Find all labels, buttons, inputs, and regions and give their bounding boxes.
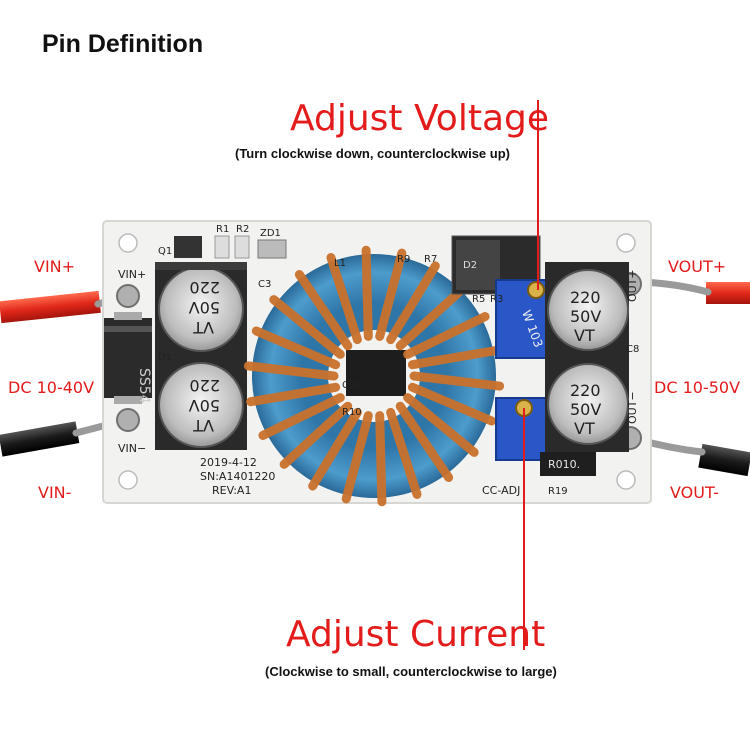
coil-winding <box>386 261 440 345</box>
coil-winding <box>246 382 341 407</box>
coil-winding <box>395 283 469 351</box>
ref-r7: R7 <box>424 254 437 265</box>
coil-winding <box>326 253 362 345</box>
voltage-potentiometer <box>495 279 547 359</box>
current-sense-resistor <box>540 452 596 476</box>
output-cap2-value: 220 <box>570 381 601 400</box>
silk-serial: SN:A1401220 <box>200 470 275 483</box>
silk-cc-adj: CC-ADJ <box>482 484 520 497</box>
output-cap1-value: 220 <box>570 288 601 307</box>
ref-r1: R1 <box>216 224 229 235</box>
coil-winding <box>407 382 497 426</box>
silk-out-minus: OUT− <box>626 391 639 424</box>
input-capacitors <box>155 262 247 450</box>
coil-winding <box>361 245 373 341</box>
ref-r3: R3 <box>490 294 503 305</box>
ref-r19: R19 <box>548 486 568 497</box>
silk-vin-minus: VIN− <box>118 442 146 455</box>
coil-winding <box>403 393 479 457</box>
coil-winding <box>403 312 490 359</box>
vin-minus-label: VIN- <box>38 483 72 502</box>
coil-winding <box>407 345 502 370</box>
ref-r5: R5 <box>472 294 485 305</box>
ref-r10: R10 <box>342 407 362 418</box>
silk-rev: REV:A1 <box>212 484 251 497</box>
ref-c10: C10 <box>342 380 362 391</box>
vout-minus-label: VOUT- <box>670 483 720 502</box>
input-range-label: DC 10-40V <box>8 378 95 397</box>
vout-plus-label: VOUT+ <box>668 257 727 276</box>
toroid-inductor <box>243 245 505 507</box>
coil-winding <box>409 371 505 391</box>
coil-winding <box>341 411 373 504</box>
ref-zd1: ZD1 <box>260 228 281 239</box>
coil-winding <box>375 248 407 341</box>
ref-r2: R2 <box>236 224 249 235</box>
adjust-voltage-heading: Adjust Voltage <box>290 98 550 139</box>
input-cap1-voltage: 50V <box>189 298 220 317</box>
coil-winding <box>258 393 345 440</box>
resistor-marking: R010. <box>548 458 580 471</box>
input-cap1-value: 220 <box>189 278 220 297</box>
ref-l1: L1 <box>334 258 346 269</box>
output-capacitors <box>545 262 629 452</box>
output-range-label: DC 10-50V <box>654 378 741 397</box>
diode-marking: SS54 <box>136 368 152 404</box>
diode-ss54 <box>104 312 152 404</box>
coil-winding <box>386 407 422 499</box>
coil-winding <box>243 361 339 381</box>
coil-winding <box>308 407 362 491</box>
silk-date: 2019-4-12 <box>200 456 257 469</box>
coil-winding <box>251 326 341 370</box>
input-cap2-voltage: 50V <box>189 396 220 415</box>
adjust-current-heading: Adjust Current <box>286 614 546 655</box>
coil-winding <box>294 269 353 351</box>
ref-q1: Q1 <box>158 246 172 257</box>
page-title: Pin Definition <box>42 30 204 58</box>
input-cap2-value: 220 <box>189 376 220 395</box>
adjust-voltage-note: (Turn clockwise down, counterclockwise u… <box>235 146 510 161</box>
ref-d2: D2 <box>463 260 477 271</box>
coil-winding <box>269 295 345 359</box>
output-cap2-voltage: 50V <box>570 400 601 419</box>
silk-out-plus: OUT+ <box>626 269 639 302</box>
output-cap1-voltage: 50V <box>570 307 601 326</box>
ref-d1: D1 <box>158 352 172 363</box>
ref-r9: R9 <box>397 254 410 265</box>
coil-winding <box>395 401 454 483</box>
ref-c3: C3 <box>258 279 271 290</box>
current-potentiometer <box>495 397 547 461</box>
silk-vin-plus: VIN+ <box>118 268 146 281</box>
output-cap1-series: VT <box>574 326 595 345</box>
vin-plus-label: VIN+ <box>34 257 76 276</box>
coil-winding <box>279 401 353 469</box>
coil-winding <box>375 411 387 507</box>
input-cap1-series: VT <box>193 318 214 337</box>
output-cap2-series: VT <box>574 419 595 438</box>
adjust-current-note: (Clockwise to small, counterclockwise to… <box>265 664 557 679</box>
input-cap2-series: VT <box>193 416 214 435</box>
ref-c8: C8 <box>626 344 639 355</box>
